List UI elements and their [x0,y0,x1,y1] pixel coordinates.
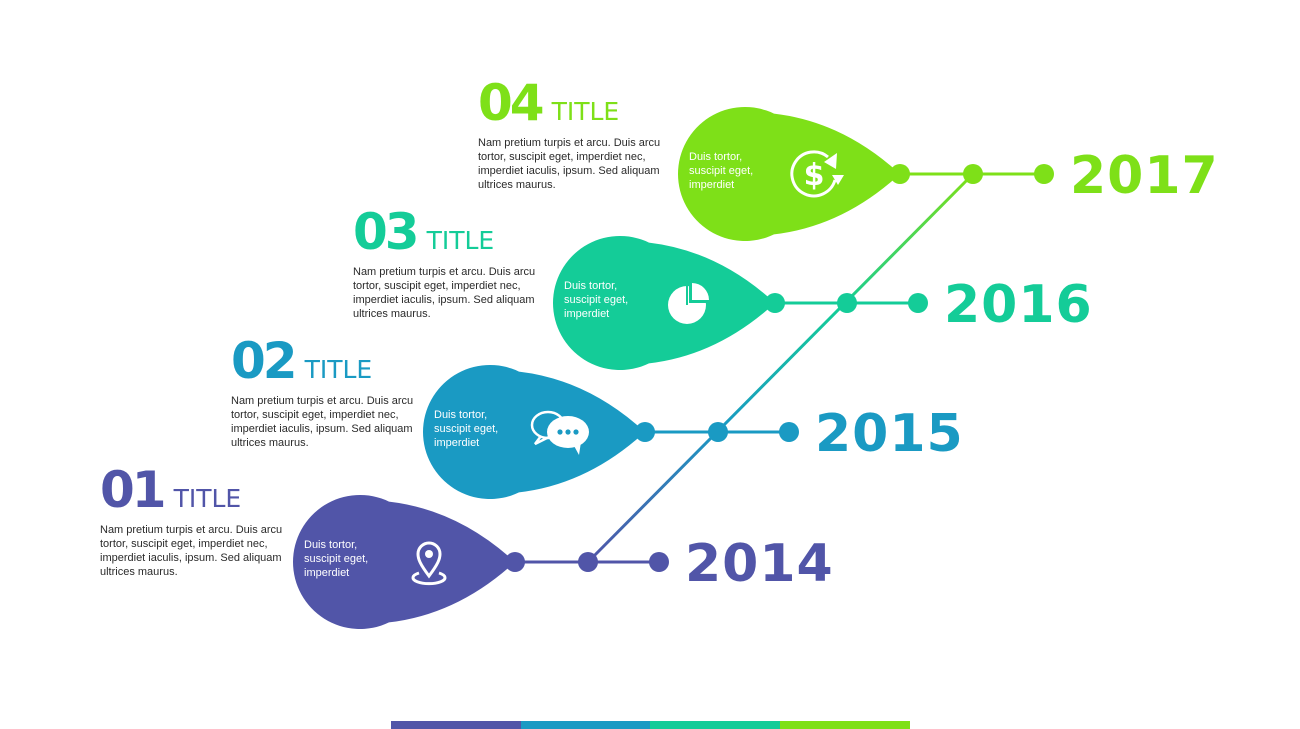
drop-text-4: Duis tortor,suscipit eget,imperdiet [689,151,753,191]
step-description-4: Nam pretium turpis et arcu. Duis arcu to… [478,137,661,191]
node-dot-end-2 [779,422,799,442]
node-dot-tip-2 [635,422,655,442]
timeline-diagonal-line [586,172,975,564]
node-dot-tip-4 [890,164,910,184]
map-pin-icon [411,541,447,586]
chat-bubbles-icon [530,410,589,455]
drop-text-2: Duis tortor,suscipit eget,imperdiet [434,409,498,449]
step-number-4: 04 [478,74,545,132]
drop-text-1: Duis tortor,suscipit eget,imperdiet [304,539,368,579]
step-description-1: Nam pretium turpis et arcu. Duis arcu to… [100,524,283,578]
step-title-3: TITLE [426,226,495,255]
year-label-1: 2014 [685,534,834,594]
step-3: 2016 Duis tortor,suscipit eget,imperdiet [552,235,1093,370]
step-description-2: Nam pretium turpis et arcu. Duis arcu to… [231,395,414,449]
color-bar-segment-3 [650,721,780,729]
node-dot-mid-3 [837,293,857,313]
step-number-2: 02 [231,332,298,390]
step-description-3: Nam pretium turpis et arcu. Duis arcu to… [353,266,536,320]
year-label-4: 2017 [1070,146,1219,206]
step-title-4: TITLE [551,97,620,126]
drop-shape-1 [293,495,515,629]
node-dot-mid-4 [963,164,983,184]
year-label-2: 2015 [815,404,964,464]
step-4: 2017 Duis tortor,suscipit eget,imperdiet $ [677,106,1219,242]
pie-chart-icon [668,283,709,324]
node-dot-mid-1 [578,552,598,572]
svg-text:$: $ [804,158,825,193]
drop-text-3: Duis tortor,suscipit eget,imperdiet [564,280,628,320]
node-dot-end-1 [649,552,669,572]
node-dot-tip-3 [765,293,785,313]
node-dot-mid-2 [708,422,728,442]
year-label-3: 2016 [944,275,1093,335]
color-bar-segment-1 [391,721,521,729]
drop-shape-3 [552,235,775,370]
step-1: 2014 Duis tortor,suscipit eget,imperdiet [293,495,834,629]
step-number-1: 01 [100,461,167,519]
color-bar-segment-2 [521,721,650,729]
node-dot-end-3 [908,293,928,313]
drop-shape-4 [677,106,900,242]
step-title-2: TITLE [304,355,373,384]
dollar-refresh-icon: $ [790,150,844,198]
step-number-3: 03 [353,203,420,261]
step-2: 2015 Duis tortor,suscipit eget,imperdiet [422,365,964,499]
node-dot-end-4 [1034,164,1054,184]
node-dot-tip-1 [505,552,525,572]
color-bar-segment-4 [780,721,910,729]
step-title-1: TITLE [173,484,242,513]
